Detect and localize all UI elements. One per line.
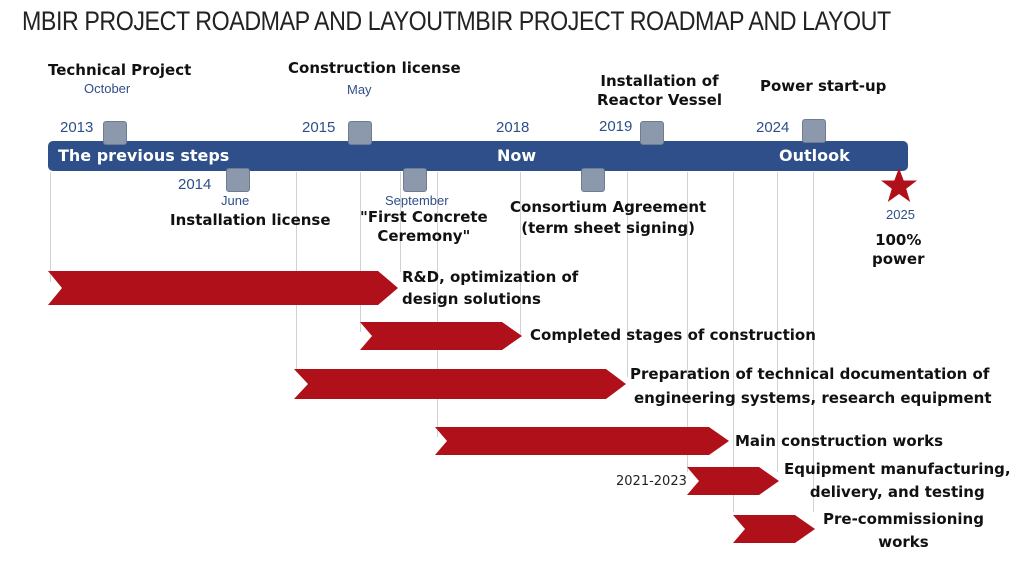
guide-line [813, 172, 814, 512]
milestone-title-reactor-vessel: Installation of Reactor Vessel [597, 72, 722, 110]
milestone-title-line: (term sheet signing) [521, 219, 695, 237]
guide-line [627, 172, 628, 377]
stage-arrow-construction-stages [360, 322, 522, 350]
milestone-title-consortium: Consortium Agreement (term sheet signing… [510, 197, 706, 239]
milestone-title-line: "First Concrete [360, 208, 488, 226]
stage-label-line: engineering systems, research equipment [634, 389, 992, 407]
milestone-year-2015: 2015 [302, 119, 336, 136]
stage-label-line: delivery, and testing [809, 483, 985, 501]
stage-label-rnd: R&D, optimization of design solutions [402, 266, 578, 310]
guide-line [437, 172, 438, 437]
milestone-title-installation-license: Installation license [170, 211, 331, 229]
milestone-marker-2024 [802, 119, 826, 143]
milestone-year-2019: 2019 [599, 118, 633, 135]
timeline-label-previous: The previous steps [58, 146, 230, 165]
guide-line [400, 172, 401, 272]
milestone-title-construction-license: Construction license [288, 59, 461, 77]
milestone-year-2018: 2018 [496, 119, 530, 136]
milestone-year-2014: 2014 [178, 176, 212, 193]
stage-label-line: Completed stages of construction [530, 326, 816, 344]
guide-line [520, 172, 521, 337]
stage-arrow-main-construction [435, 427, 729, 455]
milestone-title-line: 100% [875, 231, 922, 249]
milestone-title-technical-project: Technical Project [48, 61, 192, 79]
stage-arrow-documentation [294, 369, 626, 399]
milestone-title-line: Reactor Vessel [597, 91, 722, 109]
milestone-year-2013: 2013 [60, 119, 94, 136]
stage-label-construction-stages: Completed stages of construction [530, 324, 816, 346]
milestone-marker-2019 [640, 121, 664, 145]
milestone-marker-consortium [581, 168, 605, 192]
guide-line [733, 172, 734, 512]
stage-label-line: Main construction works [735, 432, 944, 450]
stage-label-line: works [878, 533, 929, 551]
star-icon [881, 168, 917, 202]
milestone-marker-2013 [103, 121, 127, 145]
milestone-month-june: June [221, 193, 250, 208]
stage-label-line: Preparation of technical documentation o… [630, 365, 990, 383]
milestone-title-first-concrete: "First Concrete Ceremony" [360, 208, 488, 246]
milestone-month-may: May [347, 82, 372, 97]
milestone-title-line: Ceremony" [377, 227, 471, 245]
milestone-title-line: Installation of [600, 72, 719, 90]
stage-label-pre-commissioning: Pre-commissioning works [823, 508, 984, 554]
milestone-month-september: September [385, 193, 449, 208]
guide-line [50, 172, 51, 282]
stage-range-2021-2023: 2021-2023 [616, 474, 687, 489]
timeline-bar [48, 141, 908, 171]
milestone-title-power-startup: Power start-up [760, 77, 887, 95]
stage-label-documentation: Preparation of technical documentation o… [630, 362, 992, 410]
stage-arrow-equipment [687, 467, 779, 495]
stage-arrow-rnd [48, 271, 398, 305]
stage-label-line: Pre-commissioning [823, 510, 984, 528]
stage-label-line: R&D, optimization of [402, 268, 579, 286]
page-title: MBIR PROJECT ROADMAP AND LAYOUTMBIR PROJ… [22, 6, 891, 36]
milestone-year-2024: 2024 [756, 119, 790, 136]
milestone-title-line: power [872, 250, 925, 268]
guide-line [687, 172, 688, 472]
guide-line [777, 172, 778, 472]
milestone-marker-2015 [348, 121, 372, 145]
milestone-marker-september [403, 168, 427, 192]
stage-label-equipment: Equipment manufacturing, delivery, and t… [784, 458, 1011, 504]
stage-label-line: Equipment manufacturing, [784, 460, 1011, 478]
stage-label-line: design solutions [402, 290, 541, 308]
timeline-label-outlook: Outlook [779, 146, 850, 165]
milestone-month-october: October [84, 81, 131, 96]
milestone-title-full-power: 100% power [872, 231, 924, 269]
stage-label-main-construction: Main construction works [735, 430, 943, 452]
milestone-year-2025: 2025 [886, 207, 915, 222]
milestone-marker-2014 [226, 168, 250, 192]
milestone-title-line: Consortium Agreement [510, 198, 707, 216]
stage-arrow-pre-commissioning [733, 515, 815, 543]
guide-line [360, 172, 361, 332]
timeline-label-now: Now [497, 146, 537, 165]
